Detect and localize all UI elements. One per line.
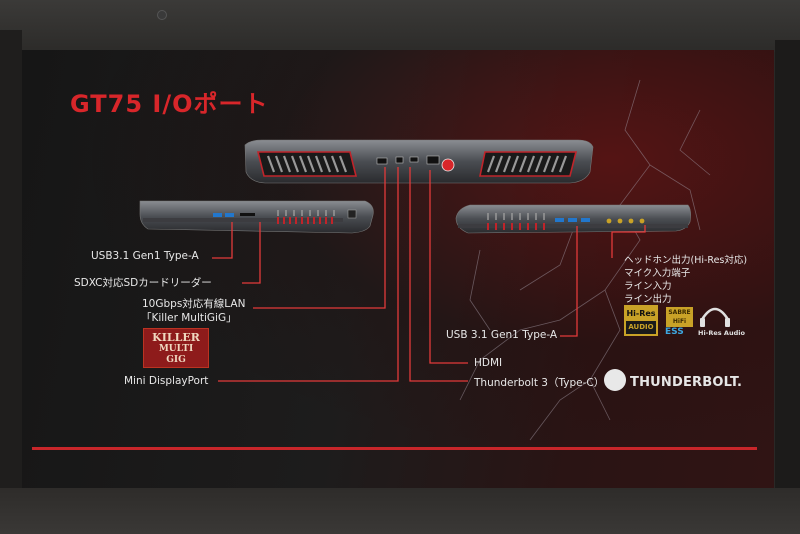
- label-lan-line2: 「Killer MultiGiG」: [141, 312, 237, 324]
- callout-lines: [212, 167, 646, 382]
- sabre-line2: HiFi: [672, 318, 687, 325]
- room-left-edge: [0, 30, 22, 500]
- slide-footer-rule: [32, 447, 757, 450]
- label-thunderbolt: Thunderbolt 3（Type-C）: [474, 377, 605, 389]
- laptop-left-side-view: [139, 200, 374, 234]
- laptop-back-view: [244, 139, 594, 184]
- label-left-usb: USB3.1 Gen1 Type-A: [91, 250, 199, 262]
- label-audio-line-in: ライン入力: [624, 281, 672, 292]
- laptop-right-side-view: [455, 204, 691, 234]
- label-hdmi: HDMI: [474, 357, 503, 369]
- sabre-line1: SABRE: [668, 309, 691, 316]
- thunderbolt-brand: THUNDERBOLT.: [630, 375, 743, 390]
- killer-logo-line1: KILLER: [152, 331, 200, 344]
- hires-audio-badge: Hi-Res AUDIO: [624, 305, 658, 336]
- slide-title: GT75 I/Oポート: [70, 90, 269, 118]
- room-ceiling: [0, 0, 800, 52]
- power-connector-icon: [441, 158, 455, 172]
- thunderbolt-logo-circle: [604, 369, 626, 391]
- label-audio-line-out: ライン出力: [624, 294, 672, 305]
- label-audio-headphone: ヘッドホン出力(Hi-Res対応): [624, 255, 748, 266]
- label-right-usb: USB 3.1 Gen1 Type-A: [446, 329, 558, 341]
- ceiling-sensor: [157, 10, 167, 20]
- label-mini-displayport: Mini DisplayPort: [124, 375, 209, 387]
- killer-logo-line3: GIG: [166, 355, 186, 365]
- headphone-icon: [701, 307, 729, 325]
- killer-logo-line2: MULTI: [158, 344, 194, 354]
- hires-audio-headphone-caption: Hi-Res Audio: [698, 329, 745, 337]
- sabre-hifi-badge: SABRE HiFi: [666, 307, 693, 327]
- room-floor: [0, 488, 800, 534]
- label-audio-mic: マイク入力端子: [624, 268, 691, 279]
- room-right-edge: [775, 40, 800, 500]
- hires-badge-bottom: AUDIO: [628, 323, 654, 331]
- hires-badge-top: Hi-Res: [626, 307, 656, 321]
- ess-logo: ESS: [665, 327, 684, 337]
- label-lan-line1: 10Gbps対応有線LAN: [142, 298, 246, 310]
- label-sd-card-reader: SDXC対応SDカードリーダー: [74, 277, 212, 289]
- killer-multigig-logo: KILLER MULTI GIG: [143, 328, 209, 368]
